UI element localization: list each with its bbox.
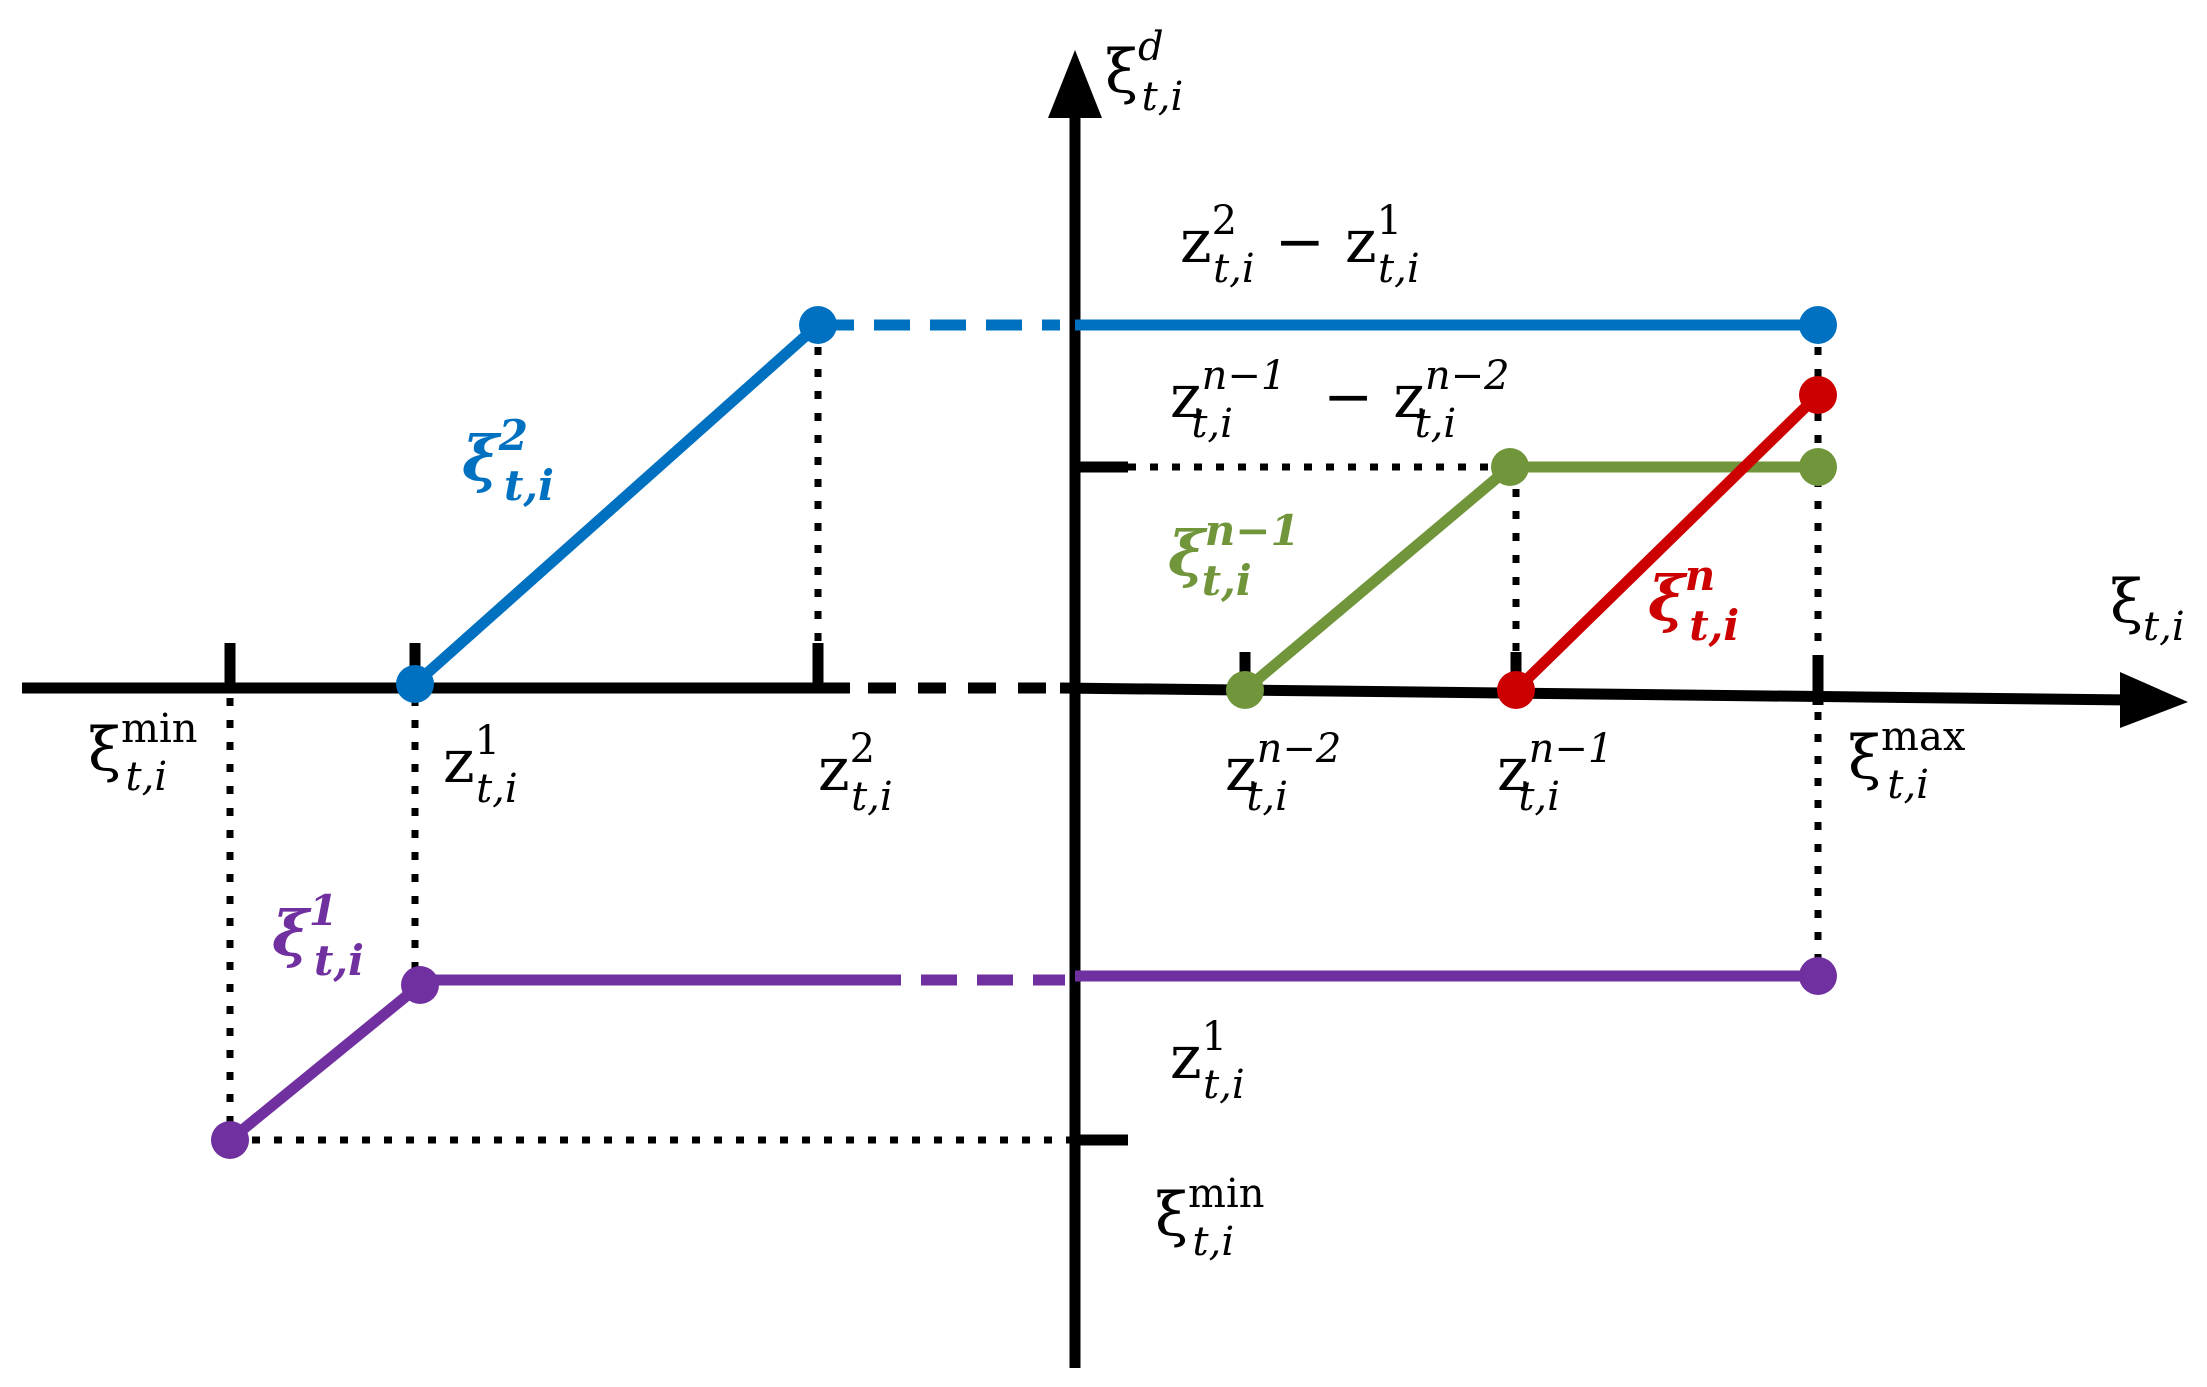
series-xin-1 bbox=[1226, 448, 1837, 709]
xin-point-end bbox=[1799, 376, 1837, 414]
guide-lines bbox=[226, 325, 1822, 1144]
axes bbox=[22, 50, 2188, 1368]
xi2-point-knee bbox=[799, 306, 837, 344]
x-axis-right bbox=[1059, 682, 2131, 706]
series-xi1 bbox=[211, 957, 1837, 1159]
xi1-point-start bbox=[211, 1121, 249, 1159]
xin-point-start bbox=[1497, 671, 1535, 709]
xi2-point-end bbox=[1799, 306, 1837, 344]
series-xi2 bbox=[396, 306, 1837, 703]
xin1-point-start bbox=[1226, 671, 1264, 709]
xi2-point-start bbox=[396, 665, 434, 703]
xi1-point-knee bbox=[401, 966, 439, 1004]
y-axis-arrow bbox=[1048, 50, 1102, 118]
xin1-point-knee bbox=[1491, 448, 1529, 486]
xi1-point-end bbox=[1799, 957, 1837, 995]
xin1-point-end bbox=[1799, 448, 1837, 486]
xin1-ramp bbox=[1241, 462, 1514, 695]
xi1-ramp bbox=[226, 980, 424, 1145]
x-axis-arrow bbox=[2120, 672, 2188, 728]
xin-ramp bbox=[1512, 391, 1822, 694]
series-xin bbox=[1497, 376, 1837, 709]
x-axis-label: ξt,i bbox=[2110, 567, 2185, 650]
xi2-ramp bbox=[411, 320, 822, 689]
